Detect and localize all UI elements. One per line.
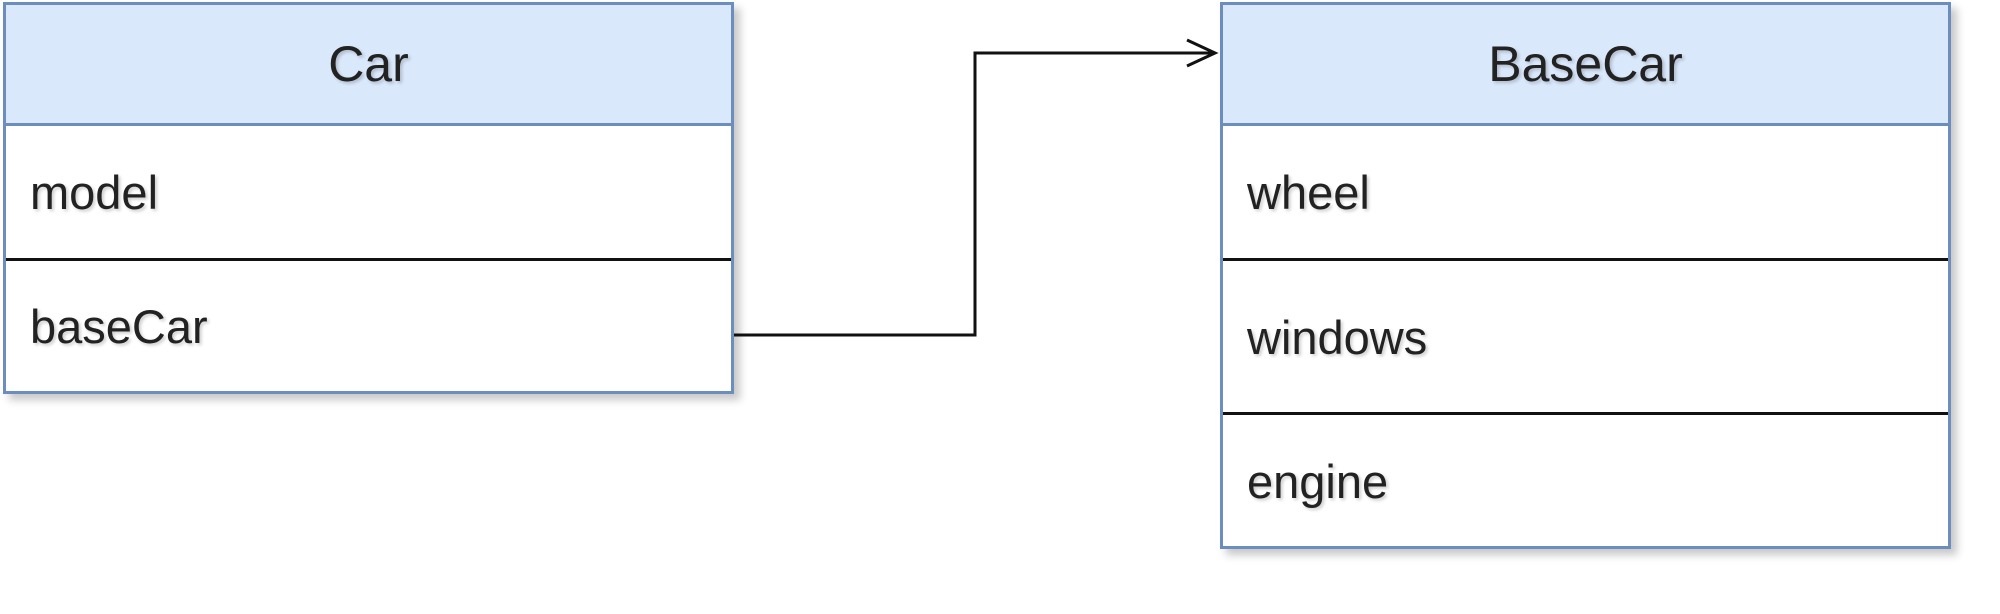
- field-basecar[interactable]: baseCar: [6, 261, 731, 392]
- field-wheel[interactable]: wheel: [1223, 125, 1948, 260]
- open-arrowhead-icon: [1186, 38, 1219, 68]
- field-engine[interactable]: engine: [1223, 415, 1948, 547]
- field-label: baseCar: [30, 300, 208, 353]
- field-windows[interactable]: windows: [1223, 261, 1948, 413]
- field-label: wheel: [1247, 166, 1370, 219]
- class-name-basecar: BaseCar: [1488, 36, 1683, 92]
- field-model[interactable]: model: [6, 125, 731, 260]
- field-label: engine: [1247, 454, 1389, 508]
- class-header-basecar: BaseCar: [1223, 5, 1948, 126]
- class-basecar[interactable]: BaseCar wheel windows engine: [1220, 2, 1951, 549]
- field-divider: [1223, 412, 1948, 415]
- field-divider: [1223, 258, 1948, 261]
- association-line: [733, 51, 1215, 337]
- class-header-car: Car: [6, 5, 731, 126]
- field-label: windows: [1247, 310, 1428, 364]
- class-car[interactable]: Car model baseCar: [3, 2, 734, 394]
- field-label: model: [30, 166, 159, 219]
- class-name-car: Car: [328, 36, 409, 92]
- field-divider: [6, 258, 731, 261]
